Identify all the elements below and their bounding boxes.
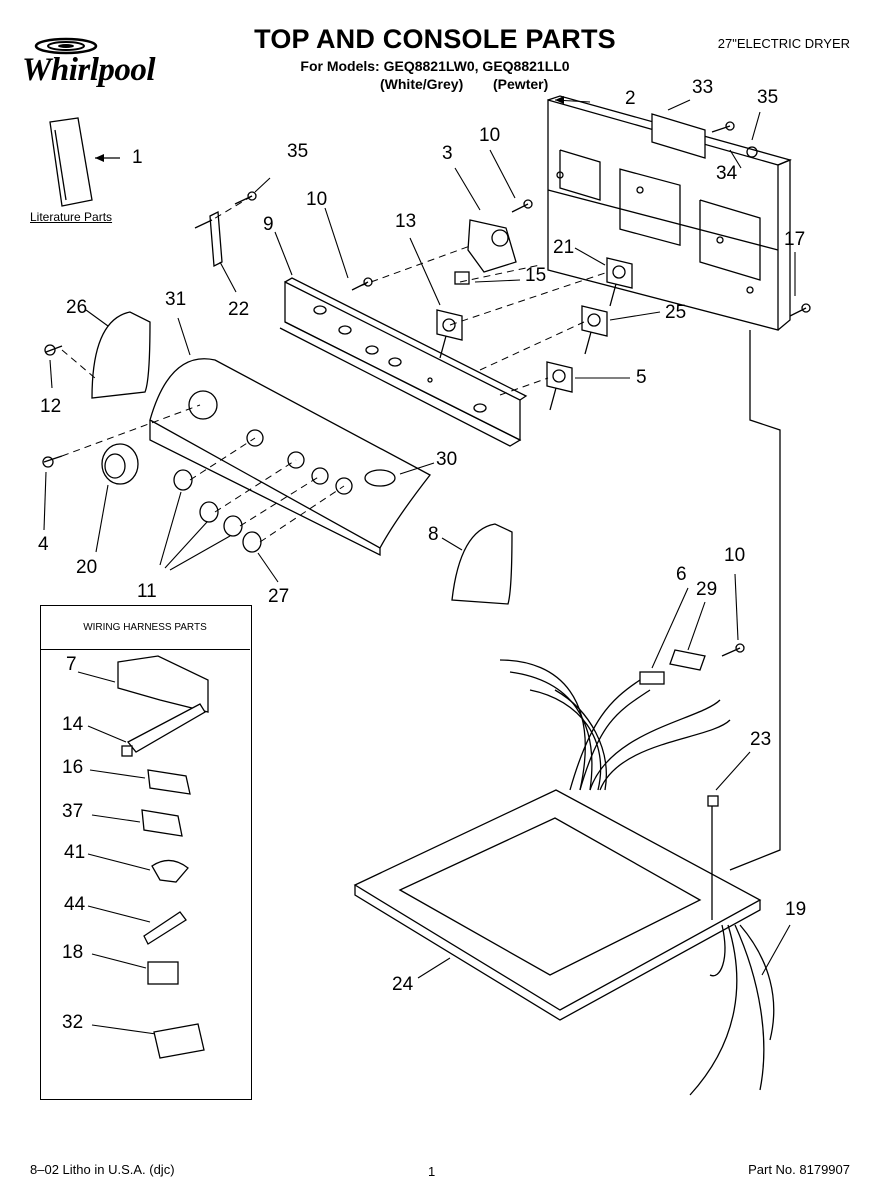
callout-3: 3	[442, 143, 453, 164]
wire-harness	[499, 649, 775, 1096]
rear-console-panel	[547, 95, 792, 331]
callout-16: 16	[62, 757, 84, 778]
callout-23: 23	[750, 729, 772, 750]
top-panel	[353, 789, 762, 1021]
callout-22: 22	[228, 299, 250, 320]
callout-44: 44	[64, 894, 86, 915]
callout-24: 24	[392, 974, 414, 995]
callout-34: 34	[716, 163, 738, 184]
brand-name: Whirlpool	[22, 52, 156, 88]
callout-29: 29	[696, 579, 718, 600]
callout-8: 8	[428, 524, 439, 545]
callout-27: 27	[268, 586, 290, 607]
console-bracket	[279, 277, 528, 447]
variant-pewter: (Pewter)	[493, 76, 549, 92]
harness-small-parts	[117, 655, 209, 1059]
models-line: For Models: GEQ8821LW0, GEQ8821LL0	[300, 58, 570, 74]
callout-35a: 35	[287, 141, 309, 162]
wiring-harness-box	[40, 605, 252, 1100]
callout-10a: 10	[306, 189, 328, 210]
callout-10c: 10	[724, 545, 746, 566]
footer-part-number: Part No. 8179907	[748, 1162, 850, 1177]
callout-19: 19	[785, 899, 807, 920]
callout-2: 2	[625, 88, 636, 109]
callout-11: 11	[137, 581, 157, 602]
callout-31: 31	[165, 289, 187, 310]
callout-41: 41	[64, 842, 86, 863]
callout-10b: 10	[479, 125, 501, 146]
callout-33: 33	[692, 77, 714, 98]
footer-page-number: 1	[428, 1164, 436, 1179]
console-panel	[149, 358, 431, 557]
callout-6: 6	[676, 564, 687, 585]
callout-21: 21	[553, 237, 575, 258]
callout-14: 14	[62, 714, 84, 735]
callout-26: 26	[66, 297, 88, 318]
page-title: TOP AND CONSOLE PARTS	[254, 24, 616, 54]
callout-20: 20	[76, 557, 98, 578]
callout-30: 30	[436, 449, 458, 470]
callout-32: 32	[62, 1012, 84, 1033]
whirlpool-logo: Whirlpool	[22, 34, 182, 108]
callout-9: 9	[263, 214, 274, 235]
callout-17: 17	[784, 229, 806, 250]
whirlpool-swirl-icon	[34, 37, 98, 55]
switch-parts	[436, 257, 633, 411]
product-type: 27"ELECTRIC DRYER	[717, 36, 850, 51]
callout-18: 18	[62, 942, 84, 963]
callout-4: 4	[38, 534, 49, 555]
callout-37: 37	[62, 801, 84, 822]
callout-1: 1	[132, 147, 143, 168]
callout-15: 15	[525, 265, 547, 286]
variant-white: (White/Grey)	[380, 76, 464, 92]
callout-12: 12	[40, 396, 62, 417]
variants-line: (White/Grey) (Pewter)	[380, 76, 548, 92]
callout-7: 7	[66, 654, 77, 675]
callout-25: 25	[665, 302, 687, 323]
wiring-harness-title: WIRING HARNESS PARTS	[40, 605, 250, 650]
callout-5: 5	[636, 367, 647, 388]
callout-13: 13	[395, 211, 417, 232]
callout-35b: 35	[757, 87, 779, 108]
literature-booklet-icon	[49, 117, 120, 207]
literature-parts-label: Literature Parts	[30, 210, 113, 224]
footer-litho: 8–02 Litho in U.S.A. (djc)	[30, 1162, 175, 1177]
